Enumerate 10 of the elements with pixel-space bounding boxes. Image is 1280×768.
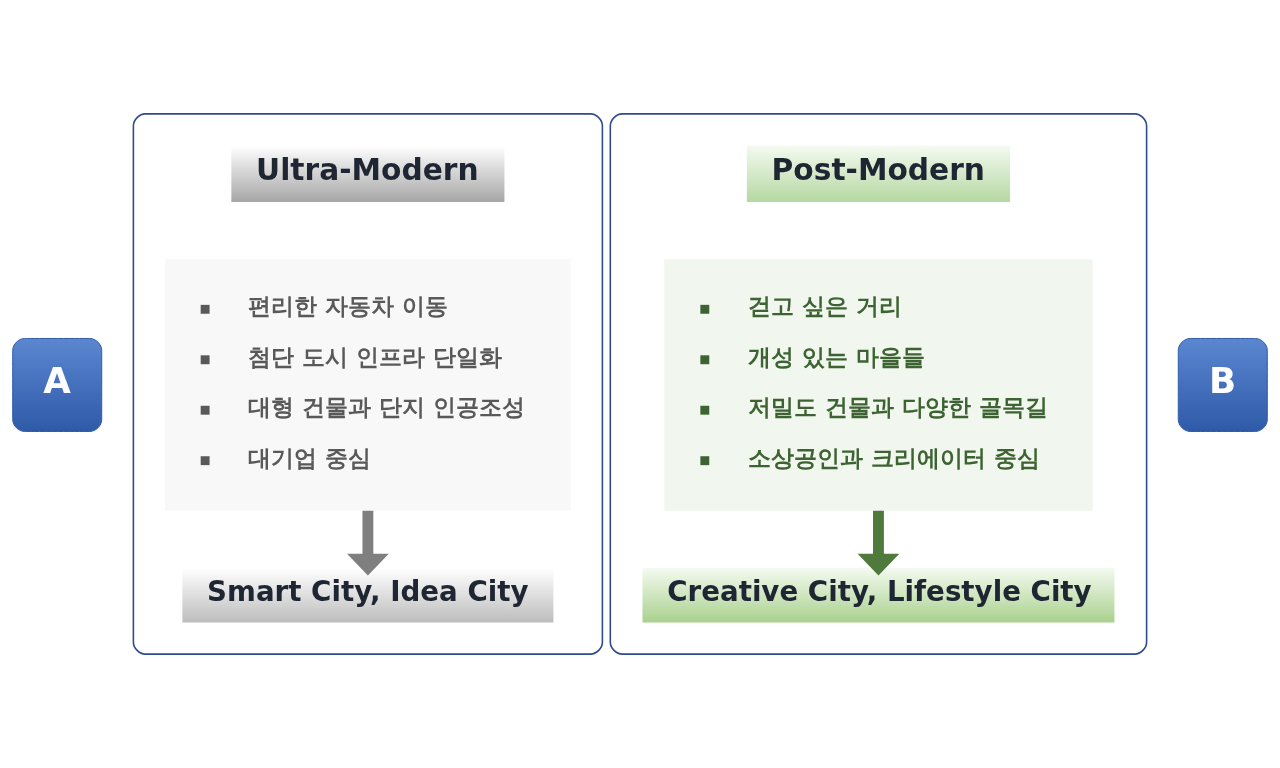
node-box: Creative City, Lifestyle City <box>642 568 1115 623</box>
node-box: B <box>1177 338 1268 432</box>
arrow <box>857 510 900 576</box>
node-box: Post-Modern <box>746 145 1011 202</box>
node-box: 걷고 싶은 거리 개성 있는 마을들 저밀도 건물과 다양한 골목길 소상공인과 크리에이터 중심 <box>664 259 1093 511</box>
node-box: A <box>12 338 103 432</box>
cluster <box>609 113 1148 655</box>
node-box: 편리한 자동차 이동 첨단 도시 인프라 단일화 대형 건물과 단지 인공조성 대기업 중심 <box>165 259 571 511</box>
cluster <box>132 113 604 655</box>
arrow <box>347 510 389 576</box>
